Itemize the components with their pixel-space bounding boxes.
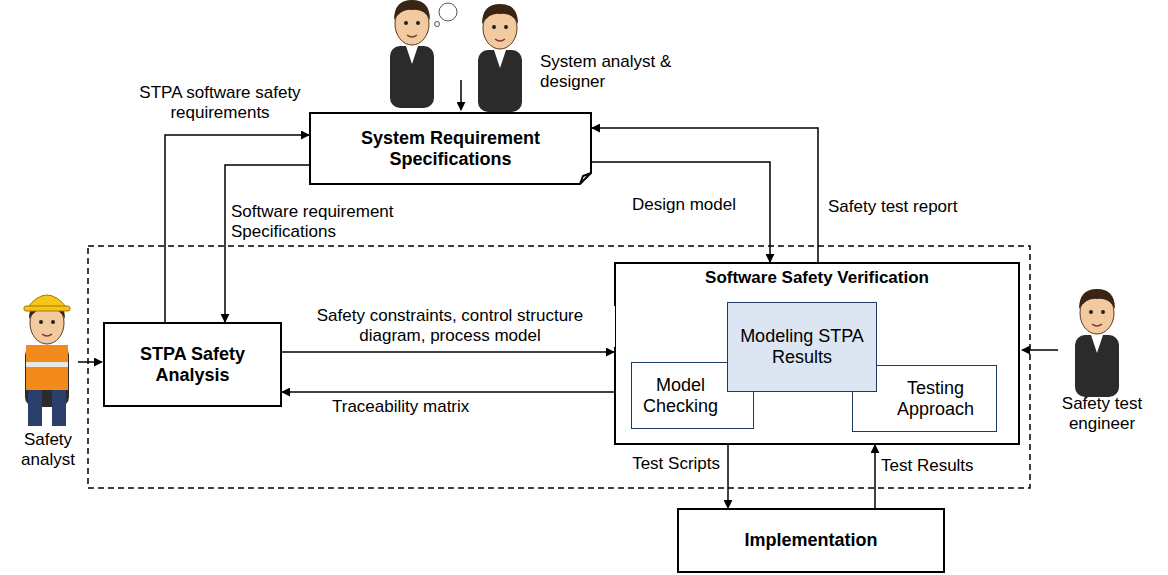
edge-label: Test Scripts (588, 454, 722, 474)
process-box: STPA Safety Analysis (103, 322, 282, 407)
role-label: System analyst & designer (538, 52, 722, 93)
flow-arrow (874, 445, 876, 508)
edge-label: Traceability matrix (330, 397, 534, 417)
edge-label: Software requirement Specifications (229, 202, 443, 243)
actor-arrow (1022, 349, 1058, 351)
node-text: Modeling STPA Results (734, 326, 870, 367)
designer-figure (478, 4, 522, 112)
edge-label: Test Results (879, 456, 1013, 476)
verification-box: Software Safety VerificationModeling STP… (614, 262, 1020, 445)
dashed-region (88, 246, 1030, 488)
document-box: System Requirement Specifications (309, 112, 592, 185)
flow-arrow (225, 165, 309, 322)
role-label: Safety analyst (4, 430, 92, 471)
node-text: Software Safety Verification (705, 268, 929, 288)
flow-arrow (592, 128, 818, 262)
role-label: Safety test engineer (1036, 394, 1168, 435)
modeling-box: Modeling STPA Results (727, 302, 877, 392)
flow-arrow (282, 391, 614, 393)
edge-label: Safety test report (826, 197, 1000, 217)
node-text: Model Checking (638, 375, 723, 416)
flow-arrow (727, 445, 729, 508)
edge-label: STPA software safety requirements (133, 83, 307, 124)
node-text: Testing Approach (881, 378, 990, 419)
flow-arrow (592, 162, 770, 262)
actor-arrow (78, 361, 102, 363)
process-box: Implementation (677, 508, 945, 573)
actor-arrow (460, 80, 462, 110)
test-engineer-figure (1075, 289, 1119, 397)
flow-arrow (282, 351, 614, 353)
node-text: System Requirement Specifications (315, 128, 586, 169)
node-text: Implementation (744, 530, 877, 551)
edge-label: Safety constraints, control structure di… (285, 306, 615, 347)
analyst-figure (390, 0, 457, 108)
node-text: STPA Safety Analysis (111, 344, 274, 385)
safety-analyst-figure (24, 295, 70, 426)
edge-label: Design model (630, 195, 764, 215)
